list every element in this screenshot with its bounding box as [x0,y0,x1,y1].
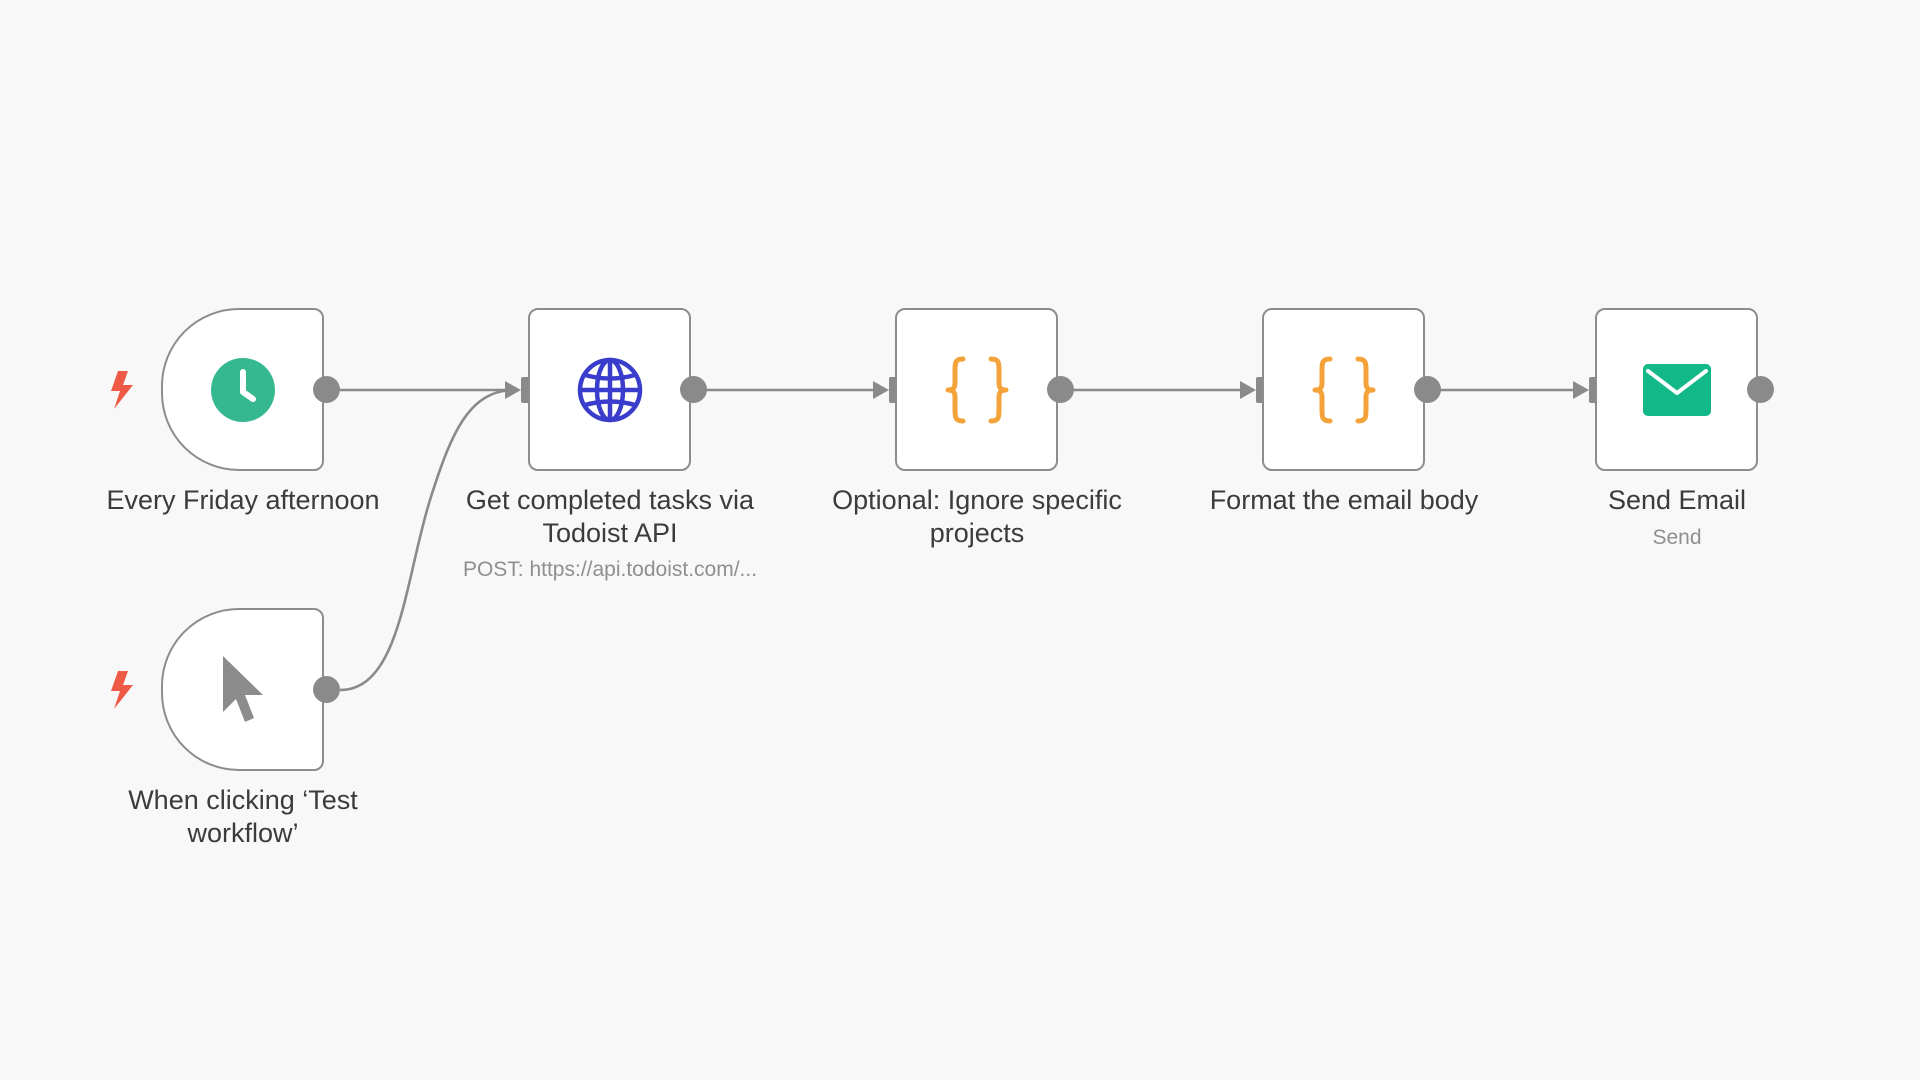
output-port-manual[interactable] [313,676,340,703]
trigger-bolt-icon [111,371,133,409]
input-port-code1[interactable] [889,377,900,403]
node-manual-trigger[interactable] [161,608,324,771]
output-port-code2[interactable] [1414,376,1441,403]
output-port-http[interactable] [680,376,707,403]
node-label-code1: Optional: Ignore specific projects [832,485,1122,548]
cursor-icon [219,654,267,726]
trigger-bolt-icon [111,671,133,709]
node-label-manual: When clicking ‘Test workflow’ [128,785,358,848]
node-label-schedule: Every Friday afternoon [106,485,380,515]
node-label-code2: Format the email body [1209,485,1479,515]
input-port-code2[interactable] [1256,377,1267,403]
node-every-friday-afternoon[interactable] [161,308,324,471]
globe-icon [576,356,644,424]
input-port-http[interactable] [521,377,532,403]
node-get-completed-tasks[interactable] [528,308,691,471]
node-format-email-body[interactable] [1262,308,1425,471]
node-label-http: Get completed tasks via Todoist API [465,485,755,548]
clock-icon [210,357,276,423]
node-subtitle-http: POST: https://api.todoist.com/... [462,558,758,581]
arrowhead-code2 [1240,381,1256,399]
arrowhead-http [505,381,521,399]
output-port-code1[interactable] [1047,376,1074,403]
arrowhead-email [1573,381,1589,399]
envelope-icon [1642,363,1711,416]
output-port-schedule[interactable] [313,376,340,403]
input-port-email[interactable] [1589,377,1600,403]
code-braces-icon [944,355,1010,425]
node-subtitle-email: Send [1652,526,1702,549]
arrowhead-code1 [873,381,889,399]
output-port-email[interactable] [1747,376,1774,403]
node-ignore-specific-projects[interactable] [895,308,1058,471]
code-braces-icon [1311,355,1377,425]
node-send-email[interactable] [1595,308,1758,471]
node-label-email: Send Email [1607,485,1747,515]
